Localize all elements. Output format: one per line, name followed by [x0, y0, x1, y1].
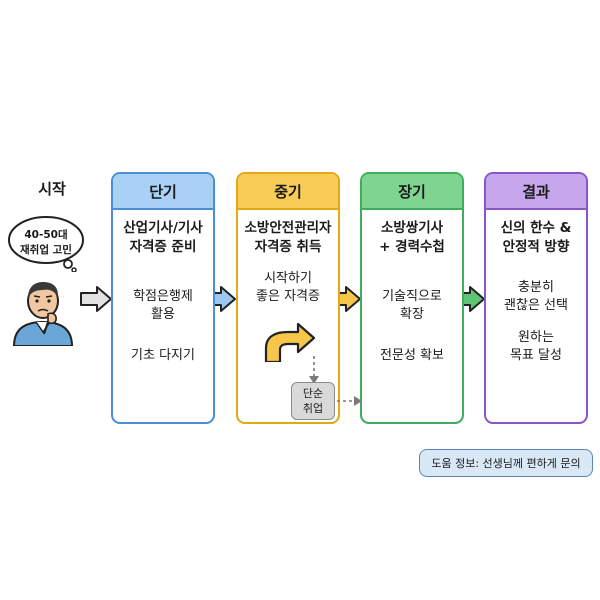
stage-item: 전문성 확보	[380, 348, 444, 363]
start-label: 시작	[38, 180, 66, 198]
thought-bubble-text: 40-50대 재취업 고민	[14, 228, 78, 258]
stage-title-line: 안정적 방향	[502, 239, 570, 255]
stage-item: 원하는	[518, 330, 554, 345]
stage-item: 활용	[151, 307, 175, 322]
stage-title-line: 자격증 준비	[129, 239, 197, 255]
right-arrow-icon	[80, 286, 112, 312]
stage-title-line: 소방안전관리자	[244, 220, 332, 236]
simple-employment-box: 단순 취업	[291, 382, 335, 420]
stage-item: 충분히	[518, 280, 554, 295]
stage-item: 기초 다지기	[131, 348, 195, 363]
stage-item: 괜찮은 선택	[504, 298, 568, 313]
stage-header: 중기	[238, 174, 338, 210]
stage-item: 시작하기	[264, 271, 312, 286]
stage-mid-term: 중기 소방안전관리자 자격증 취득 시작하기 좋은 자격증	[236, 172, 340, 424]
stage-item: 기술직으로	[382, 289, 442, 304]
stage-header: 결과	[486, 174, 586, 210]
stage-item: 확장	[400, 307, 424, 322]
stage-title-line: 소방쌍기사	[380, 220, 444, 236]
stage-item: 학점은행제	[133, 289, 193, 304]
stage-long-term: 장기 소방쌍기사 + 경력수첩 기술직으로 확장 전문성 확보	[360, 172, 464, 424]
stage-header: 장기	[362, 174, 462, 210]
branch-connector	[309, 356, 362, 406]
stage-title-line: 산업기사/기사	[123, 220, 203, 236]
branch-line: 단순	[302, 387, 324, 400]
turn-arrow-icon	[264, 322, 316, 362]
stage-item: 좋은 자격증	[256, 289, 320, 304]
stage-title-line: 자격증 취득	[254, 239, 322, 255]
stage-title: 산업기사/기사 자격증 준비	[113, 219, 213, 257]
stage-item: 목표 달성	[510, 348, 562, 363]
worried-person-icon	[12, 282, 74, 346]
stage-result: 결과 신의 한수 & 안정적 방향 충분히 괜찮은 선택 원하는 목표 달성	[484, 172, 588, 424]
bubble-line-1: 40-50대	[24, 229, 68, 241]
stage-title: 소방쌍기사 + 경력수첩	[362, 219, 462, 257]
help-info-badge: 도움 정보: 선생님께 편하게 문의	[419, 449, 593, 477]
stage-title-line: + 경력수첩	[379, 239, 445, 255]
stage-title: 신의 한수 & 안정적 방향	[486, 219, 586, 257]
branch-line: 취업	[302, 402, 324, 415]
thought-bubble-icon	[8, 216, 84, 272]
stage-header: 단기	[113, 174, 213, 210]
stage-title: 소방안전관리자 자격증 취득	[238, 219, 338, 257]
stage-short-term: 단기 산업기사/기사 자격증 준비 학점은행제 활용 기초 다지기	[111, 172, 215, 424]
bubble-line-2: 재취업 고민	[20, 244, 72, 256]
stage-title-line: 신의 한수 &	[500, 220, 572, 236]
